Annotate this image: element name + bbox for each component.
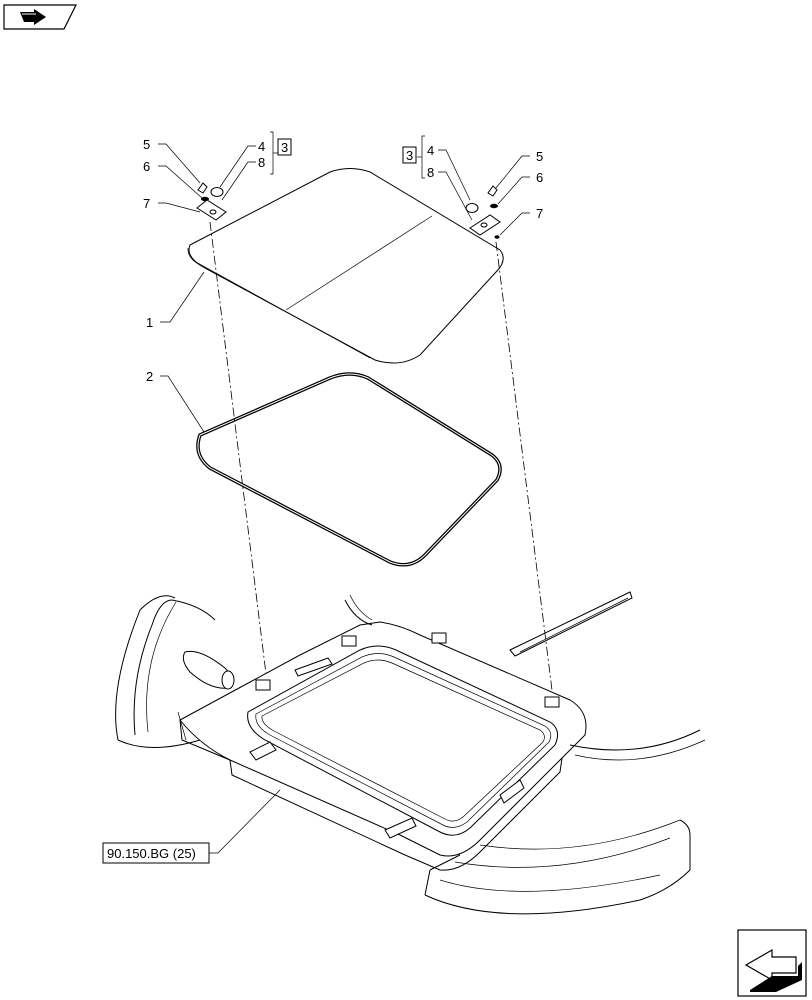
callout-screw-left: 5 (143, 137, 150, 152)
alignment-lines (209, 221, 553, 691)
callout-washer-right: 6 (536, 170, 543, 185)
callout-washer-left: 6 (143, 159, 150, 174)
callout-pad-right: 8 (427, 165, 434, 180)
cab-roof (115, 591, 706, 915)
reference-text: 90.150.BG (25) (107, 846, 196, 861)
sunroof-seal (196, 372, 502, 567)
bracket-right-box: 3 (402, 146, 417, 164)
previous-page-arrow-icon[interactable] (737, 929, 807, 997)
callout-cap-right: 4 (427, 143, 434, 158)
callout-bracket-right: 3 (406, 148, 413, 163)
callout-screw-right: 5 (536, 149, 543, 164)
callout-plate-right: 7 (536, 206, 543, 221)
cap-left-icon (210, 187, 224, 197)
cap-right-icon (465, 203, 479, 213)
callout-lid: 1 (146, 315, 153, 330)
next-page-arrow-icon[interactable] (3, 4, 77, 30)
screw-right-icon (487, 185, 498, 197)
washer-right-icon (490, 203, 498, 209)
reference-link[interactable]: 90.150.BG (25) (102, 842, 210, 864)
callout-bracket-left: 3 (281, 140, 288, 155)
right-hardware (465, 185, 501, 239)
callout-seal: 2 (146, 369, 153, 384)
callout-labels: 1 2 5 6 7 4 8 3 5 6 7 4 8 3 (143, 137, 543, 384)
screw-left-icon (197, 182, 208, 194)
callout-cap-left: 4 (258, 139, 265, 154)
left-hardware (196, 182, 227, 221)
callout-pad-left: 8 (258, 155, 265, 170)
callout-plate-left: 7 (143, 196, 150, 211)
sunroof-lid (187, 168, 504, 364)
bracket-left-box: 3 (277, 138, 292, 156)
leader-lines (158, 131, 530, 854)
